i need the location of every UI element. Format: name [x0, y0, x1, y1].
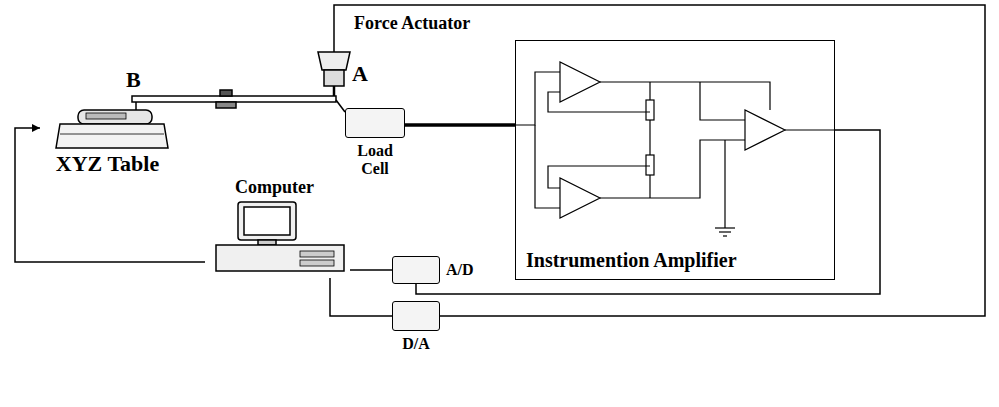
force-actuator-symbol-part	[333, 86, 336, 96]
force-actuator-symbol-part	[324, 70, 344, 86]
signal-wire	[15, 128, 205, 262]
op-amp-circuit-part	[548, 166, 650, 188]
node-label: Instrumention Amplifier	[526, 249, 834, 271]
amplifier-box: Instrumention Amplifier	[515, 40, 835, 280]
op-amp-circuit-part	[700, 82, 745, 120]
signal-wire	[350, 269, 392, 271]
xyz-table-symbol-part	[78, 110, 152, 124]
op-amp-circuit-part	[515, 72, 560, 125]
force-actuator-symbol	[318, 14, 350, 96]
op-amp-circuit-part	[719, 231, 731, 232]
computer-symbol-part	[300, 251, 334, 257]
computer-symbol-part	[238, 202, 296, 240]
node-label: Force Actuator	[354, 14, 450, 34]
signal-wire	[416, 130, 880, 294]
part-letter: B	[126, 68, 141, 92]
op-amp-circuit-part	[560, 178, 600, 218]
xyz-table-symbol-part	[56, 124, 168, 148]
component-box	[345, 108, 405, 138]
computer-symbol-part	[300, 260, 334, 266]
op-amp-circuit-part	[745, 82, 770, 110]
beam-part	[220, 90, 232, 96]
signal-wire	[330, 278, 392, 316]
op-amp-circuit-part	[646, 100, 654, 120]
op-amp-circuit-part	[745, 110, 785, 150]
beam-part	[135, 102, 137, 110]
op-amp-circuit-part	[600, 81, 745, 82]
xyz-table-symbol-part	[60, 134, 164, 135]
op-amp-circuit	[515, 62, 835, 236]
beam	[132, 90, 345, 112]
computer-symbol-part	[244, 207, 290, 235]
component-box	[392, 256, 440, 284]
force-actuator-symbol-part	[318, 52, 350, 70]
actuator-node: Force Actuator	[310, 14, 450, 102]
signal-wire	[405, 123, 515, 127]
xyz-table-symbol-part	[86, 113, 126, 119]
computer-symbol	[216, 202, 344, 271]
computer-symbol-part	[216, 245, 344, 271]
node-label: A/D	[446, 261, 474, 279]
node-label: Computer	[235, 178, 350, 198]
node-label: XYZ Table	[40, 152, 175, 176]
component-box	[392, 301, 440, 331]
converter-node: D/A	[392, 301, 440, 353]
node-label: Load Cell	[345, 142, 405, 177]
op-amp-circuit-part	[600, 140, 745, 198]
op-amp-circuit-part	[560, 62, 600, 102]
beam-part	[336, 100, 345, 112]
part-letter: A	[352, 62, 368, 86]
op-amp-circuit-part	[785, 129, 835, 130]
computer-node: Computer	[205, 178, 350, 278]
force-actuator-symbol-part	[333, 14, 335, 52]
beam-part	[132, 96, 336, 102]
op-amp-circuit-part	[724, 140, 725, 228]
op-amp-circuit-part	[646, 155, 654, 175]
op-amp-circuit-part	[548, 92, 650, 112]
converter-node: A/D	[392, 256, 474, 284]
op-amp-circuit-part	[723, 235, 727, 236]
beam-part	[216, 102, 236, 108]
node-label: D/A	[392, 335, 440, 353]
signal-wire	[334, 5, 985, 316]
table-node: XYZ Table	[40, 104, 175, 176]
xyz-table-symbol	[56, 110, 168, 148]
op-amp-circuit-part	[715, 227, 735, 228]
load-cell-node: Load Cell	[345, 108, 405, 177]
